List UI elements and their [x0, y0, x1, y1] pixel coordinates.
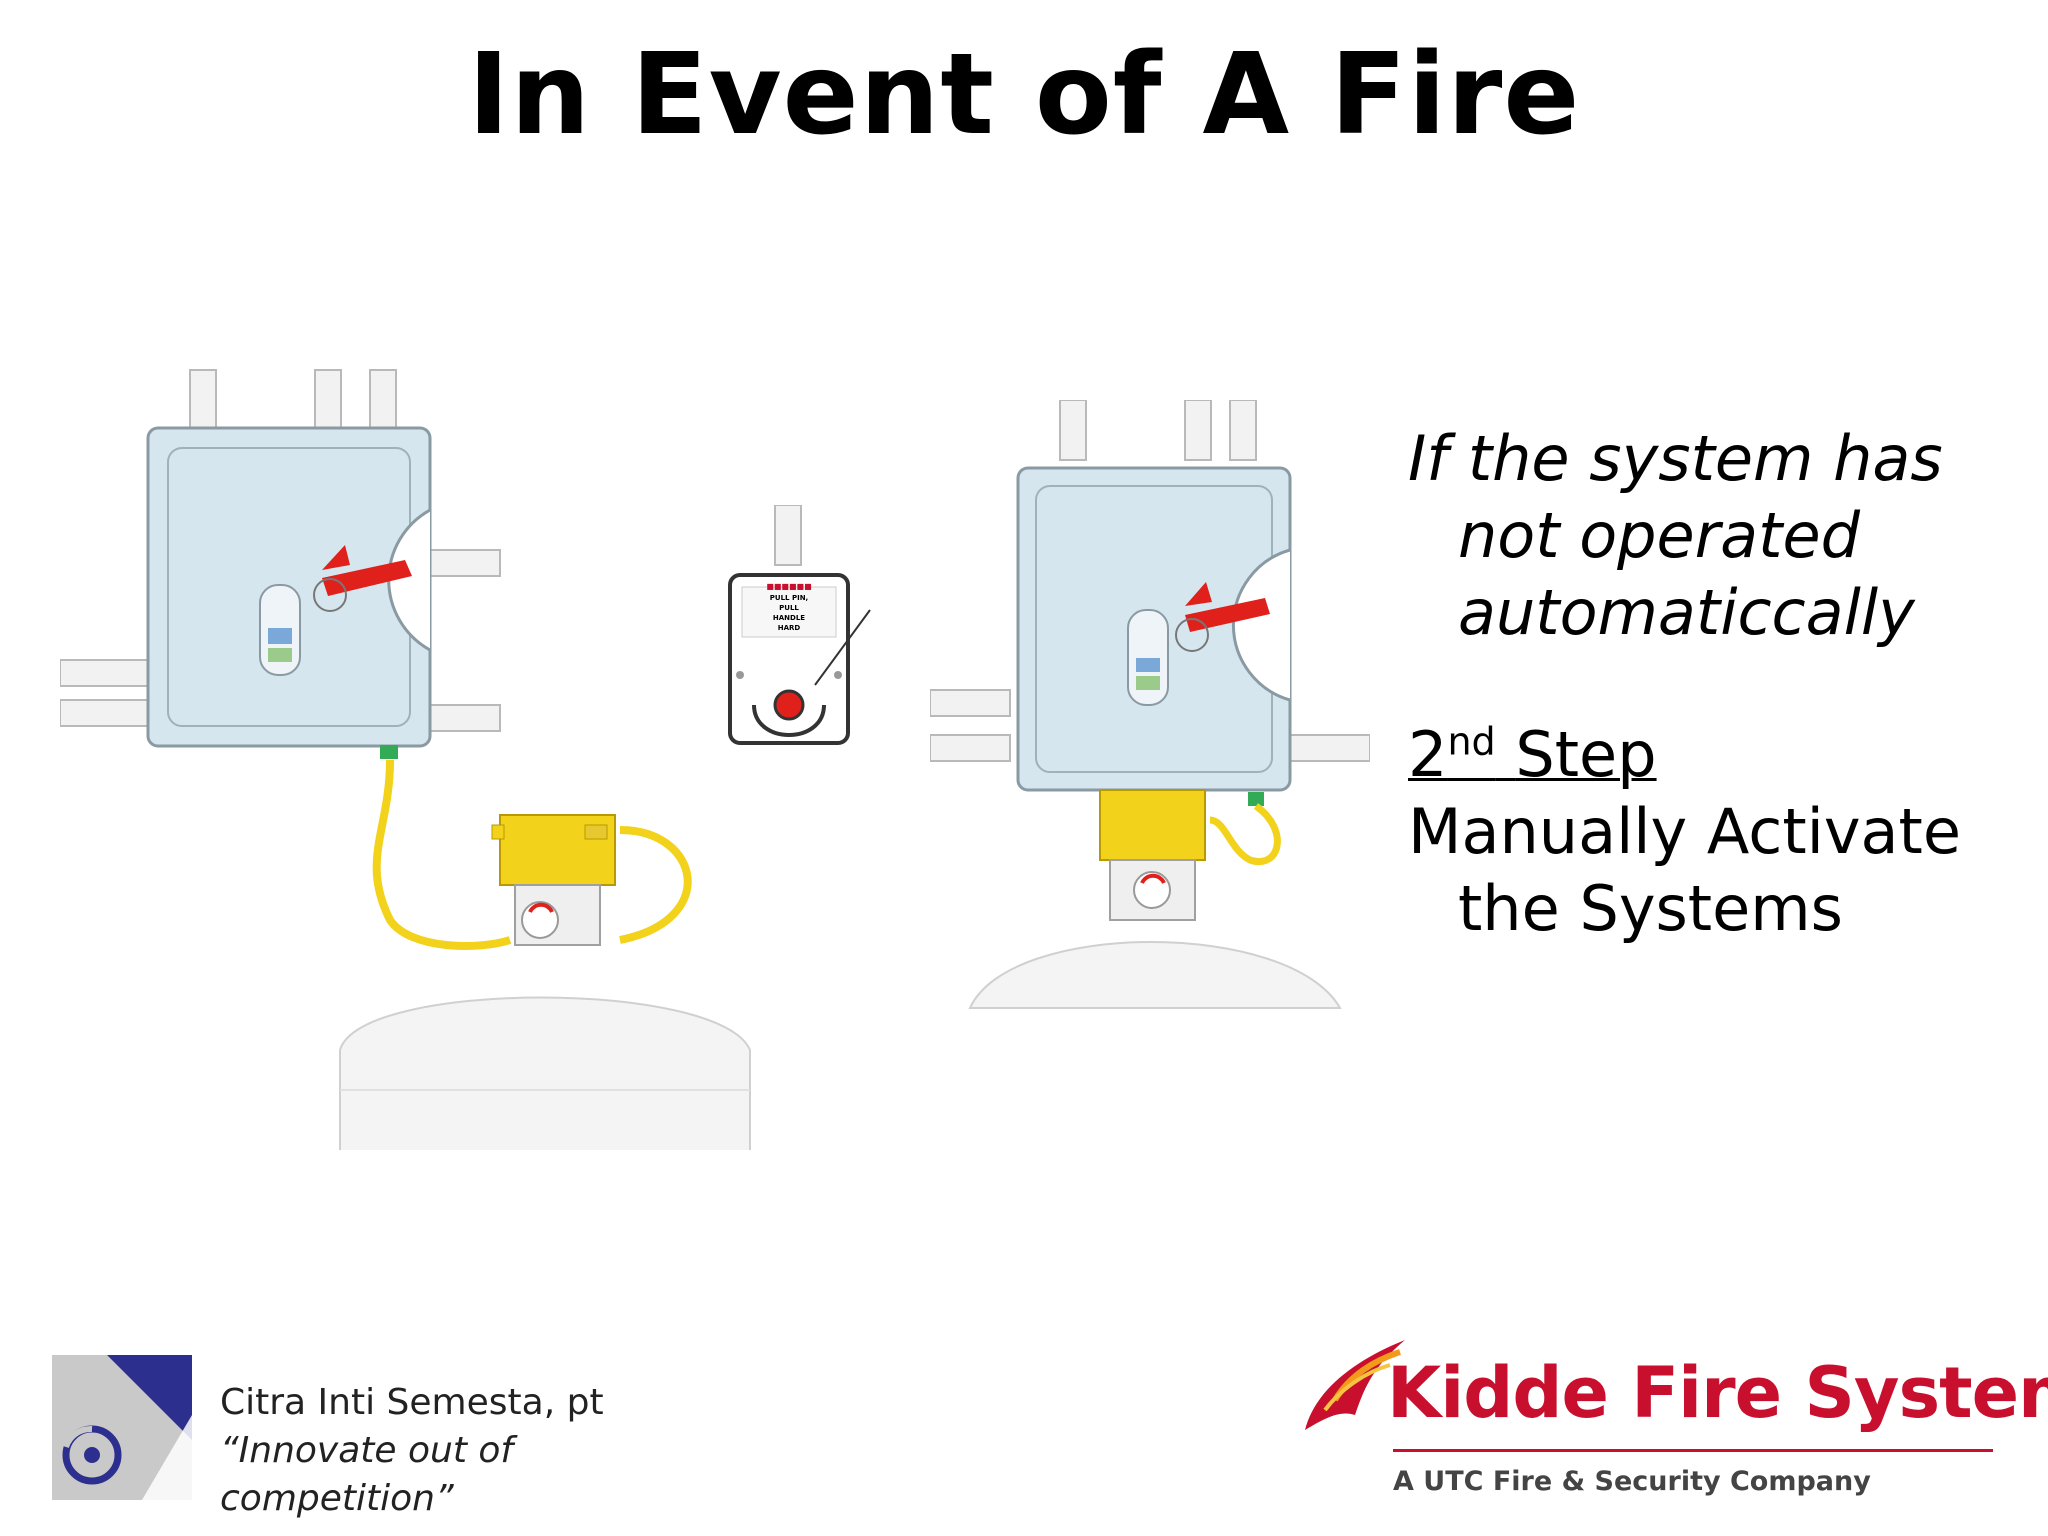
- pull-station-label-2: PULL: [779, 604, 799, 612]
- slide-title: In Event of A Fire: [467, 30, 1581, 160]
- condition-line-1: If the system has: [1408, 422, 1943, 495]
- kidde-brand-name: Kidde Fire Systems: [1387, 1352, 2048, 1434]
- release-panel-diagram-right: [930, 400, 1370, 1009]
- kidde-subtitle: A UTC Fire & Security Company: [1393, 1466, 1871, 1497]
- pull-station-label-3: HANDLE: [773, 614, 805, 622]
- manual-pull-station-diagram: ■■■■■■ PULL PIN, PULL HANDLE HARD: [728, 505, 871, 745]
- step-ordinal-suffix: nd: [1447, 719, 1496, 764]
- step-number: 2: [1408, 718, 1448, 791]
- pull-station-label-1: PULL PIN,: [770, 594, 808, 602]
- citra-inti-semesta-logo: [52, 1355, 192, 1500]
- instruction-text-block: If the system has not operated automatic…: [1408, 420, 2028, 947]
- kidde-flame-logo: [1305, 1340, 1405, 1430]
- svg-text:■■■■■■: ■■■■■■: [766, 582, 811, 591]
- step-heading: 2nd Step: [1408, 716, 2028, 793]
- pull-station-label-4: HARD: [778, 624, 801, 632]
- kidde-brand-block: Kidde Fire Systems A UTC Fire & Security…: [1295, 1320, 2048, 1510]
- kidde-divider: [1393, 1449, 1993, 1452]
- step-word: Step: [1515, 718, 1657, 791]
- company-tagline: “Innovate out of competition”: [220, 1430, 514, 1519]
- condition-line-3: automaticcally: [1458, 576, 1915, 649]
- action-line-1: Manually Activate: [1408, 795, 1962, 868]
- company-name: Citra Inti Semesta, pt: [220, 1382, 604, 1423]
- condition-line-2: not operated: [1458, 499, 1860, 572]
- release-panel-diagram-left: [60, 369, 751, 1150]
- action-line-2: the Systems: [1458, 872, 1843, 945]
- company-footer: Citra Inti Semesta, pt “Innovate out of …: [52, 1355, 752, 1519]
